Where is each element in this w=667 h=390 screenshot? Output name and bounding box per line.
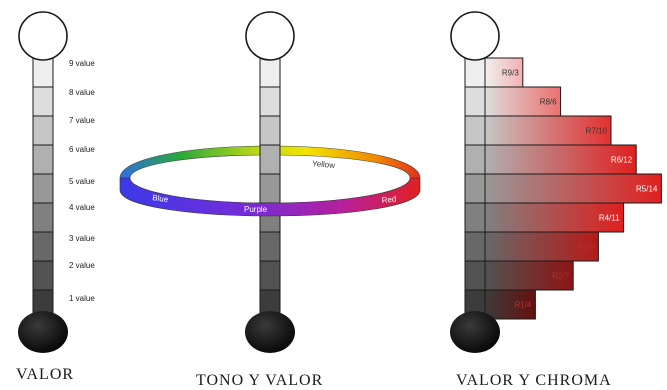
chroma-label: R1/4	[514, 301, 531, 310]
white-top-sphere	[451, 12, 499, 60]
value-segment-4	[465, 203, 485, 232]
scale-label-6: 6 value	[69, 145, 95, 154]
scale-label-5: 5 value	[69, 177, 95, 186]
chroma-label: R4/11	[599, 214, 620, 223]
value-segment-8	[465, 87, 485, 116]
black-bottom-sphere	[450, 311, 500, 353]
white-top-sphere	[246, 12, 294, 60]
scale-label-3: 3 value	[69, 234, 95, 243]
value-segment-8	[260, 87, 280, 116]
value-segment-8	[33, 87, 53, 116]
caption-tono-y-valor: TONO Y VALOR	[196, 372, 323, 390]
scale-label-8: 8 value	[69, 88, 95, 97]
value-segment-6	[465, 145, 485, 174]
chroma-label: R9/3	[502, 69, 519, 78]
value-segment-7	[260, 116, 280, 145]
chroma-label: R6/12	[611, 156, 633, 165]
value-segment-4	[33, 203, 53, 232]
value-segment-3	[465, 232, 485, 261]
chroma-label: R7/10	[586, 127, 608, 136]
value-segment-5	[33, 174, 53, 203]
value-segment-2	[260, 261, 280, 290]
black-bottom-sphere	[18, 311, 68, 353]
caption-valor-y-chroma: VALOR Y CHROMA	[456, 372, 612, 390]
chroma-label: R8/6	[540, 98, 557, 107]
scale-label-7: 7 value	[69, 116, 95, 125]
chroma-label: R3/9	[577, 243, 594, 252]
value-segment-2	[33, 261, 53, 290]
value-segment-7	[33, 116, 53, 145]
caption-valor: VALOR	[16, 366, 74, 384]
scale-label-4: 4 value	[69, 203, 95, 212]
chroma-label: R5/14	[636, 185, 658, 194]
value-segment-9	[260, 58, 280, 87]
scale-label-1: 1 value	[69, 294, 95, 303]
white-top-sphere	[19, 12, 67, 60]
value-segment-3	[33, 232, 53, 261]
value-pole-center	[260, 58, 280, 333]
value-pole	[33, 58, 53, 333]
value-segment-6	[260, 145, 280, 174]
value-segment-3	[260, 232, 280, 261]
hue-label-green: Green	[177, 159, 200, 170]
hue-label-purple: Purple	[244, 205, 268, 214]
black-bottom-sphere	[245, 311, 295, 353]
value-segment-5	[260, 174, 280, 203]
value-segment-7	[465, 116, 485, 145]
value-segment-9	[33, 58, 53, 87]
hue-label-red: Red	[381, 195, 397, 205]
hue-value-panel: Green Yellow Blue Purple Red	[120, 12, 420, 353]
value-segment-2	[465, 261, 485, 290]
scale-label-9: 9 value	[69, 59, 95, 68]
hue-label-yellow: Yellow	[312, 159, 336, 170]
scale-label-2: 2 value	[69, 261, 95, 270]
value-segment-6	[33, 145, 53, 174]
chroma-label: R2/7	[552, 272, 569, 281]
value-segment-5	[465, 174, 485, 203]
value-pole	[465, 58, 485, 333]
value-segment-9	[465, 58, 485, 87]
chroma-step-R5/14	[485, 174, 661, 203]
value-scale-panel: 9 value 8 value 7 value 6 value 5 value …	[18, 12, 95, 353]
